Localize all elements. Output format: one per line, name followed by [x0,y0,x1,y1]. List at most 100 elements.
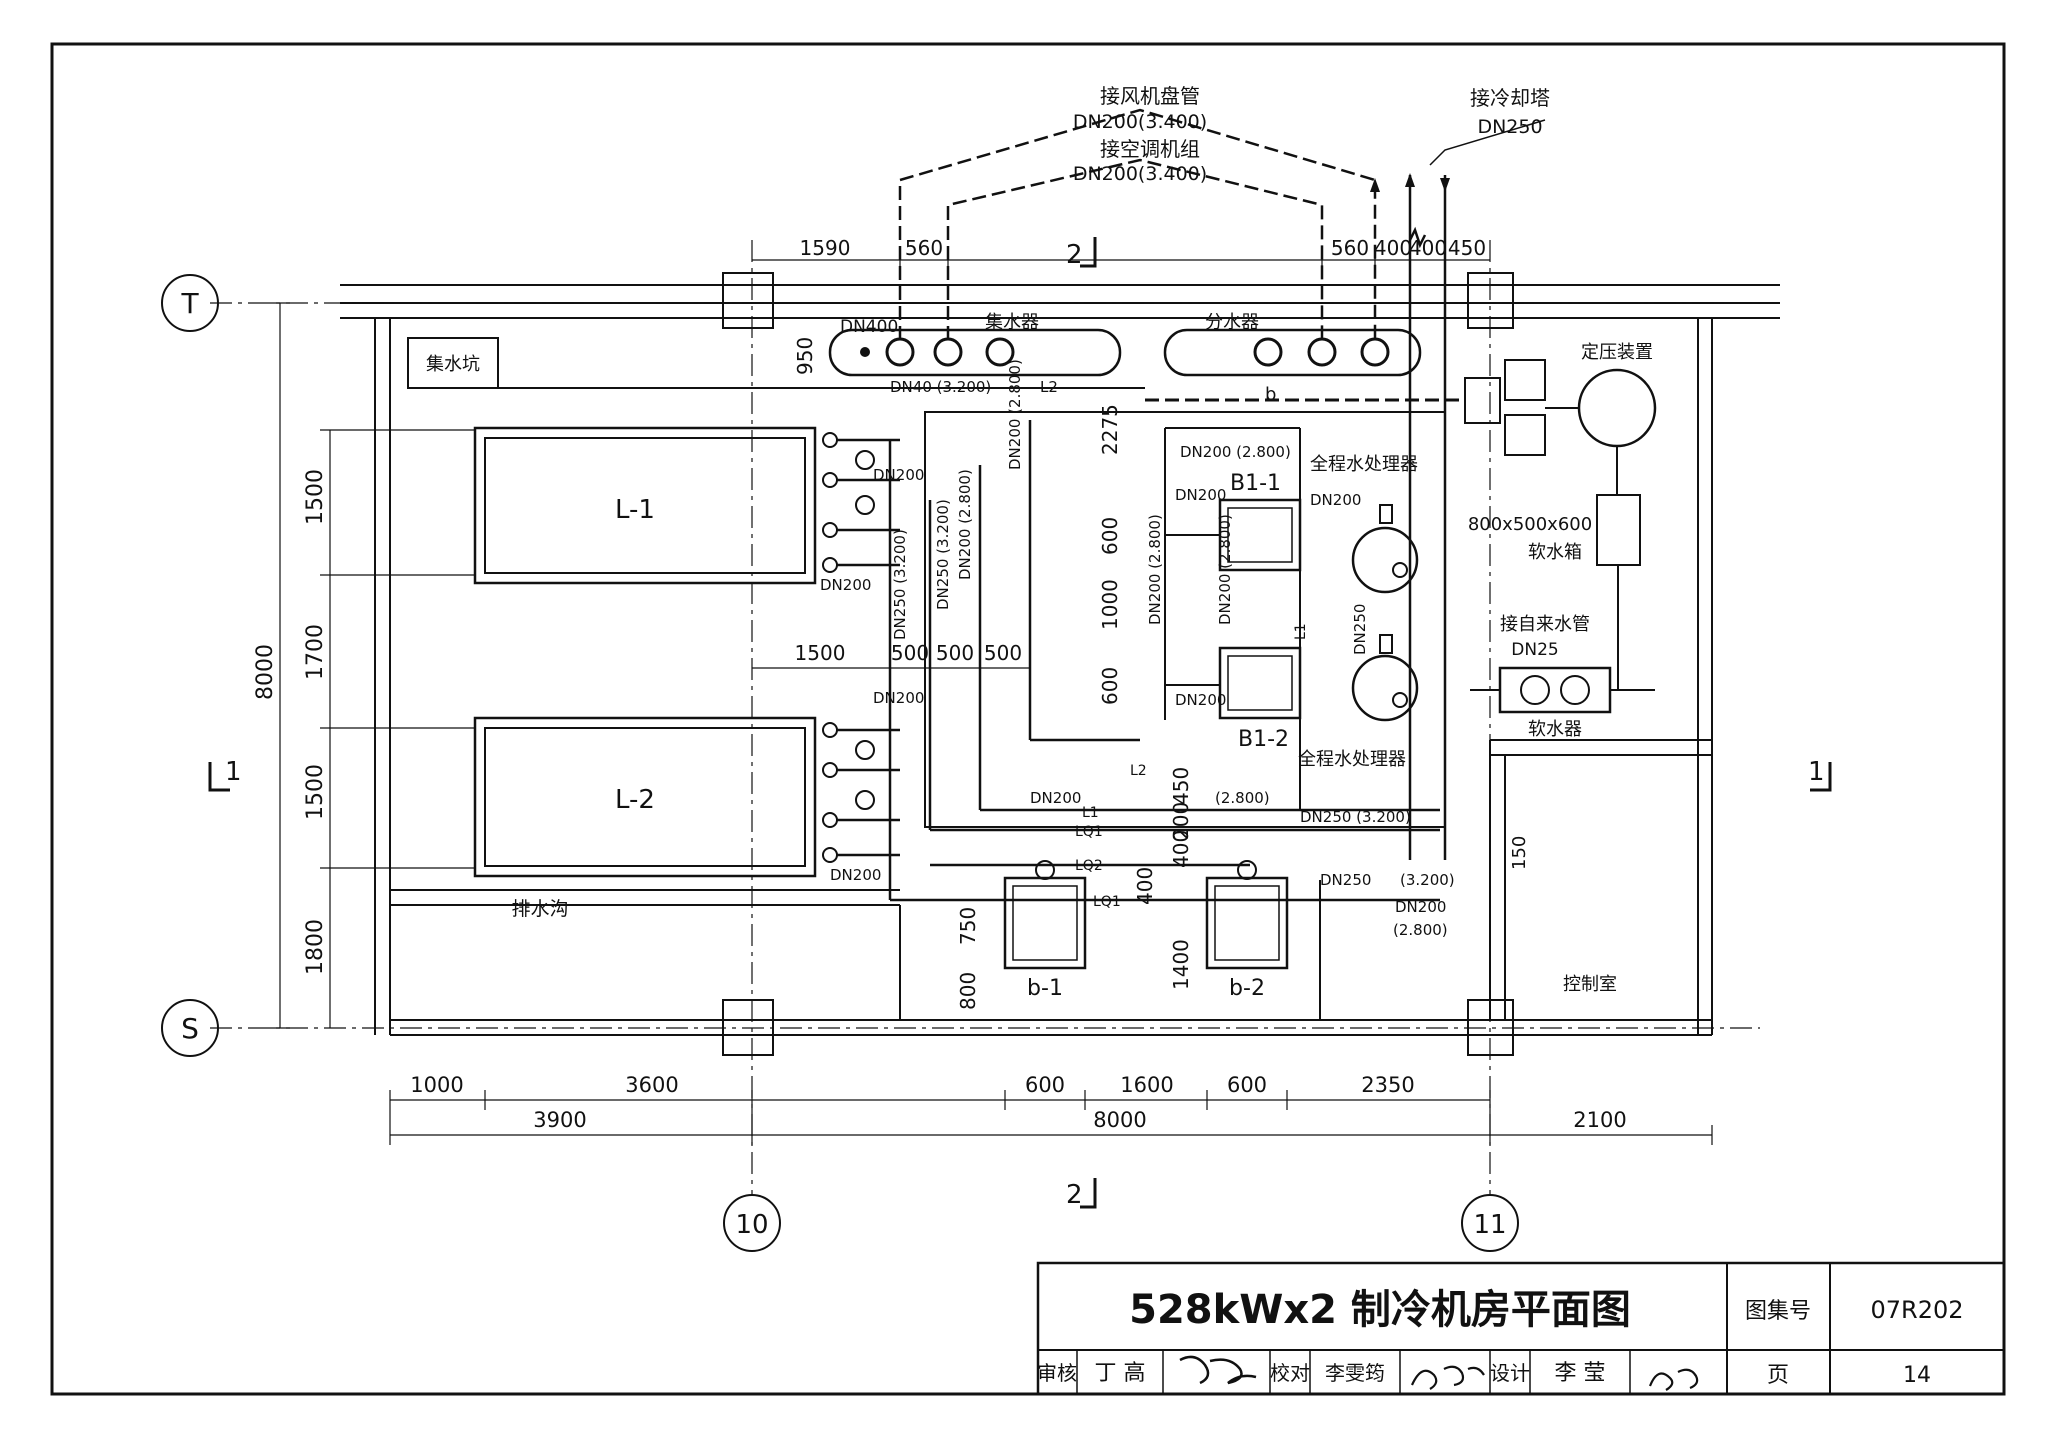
section-label-left: 1 [225,757,242,787]
dim-1400: 1400 [1169,939,1193,990]
dim-3600: 3600 [625,1073,678,1097]
pump-dn200-2800-b: (2.800) [1393,921,1448,939]
l2-label: L2 [1130,763,1147,779]
control-room-label: 控制室 [1563,974,1617,995]
arrow-up-tower [1405,173,1415,187]
atlas-number: 07R202 [1870,1296,1963,1324]
dim-1000: 1000 [1098,579,1122,630]
dim-500-a: 500 [891,641,929,665]
dim-1000-bottom: 1000 [410,1073,463,1097]
section-label-bottom: 2 [1066,1180,1083,1210]
dn40-label: DN40 (3.200) [890,378,991,396]
boiler-vlabel-1: DN200 (2.800) [1146,514,1164,625]
dim-560-right: 560 [1331,236,1369,260]
dim-600-a: 600 [1098,517,1122,555]
atlas-label: 图集号 [1745,1299,1811,1324]
lq1-label-bottom: LQ1 [1093,894,1121,910]
lq1-label-top: LQ1 [1075,824,1103,840]
chiller-piping [830,420,1440,902]
dim-600-bottom-a: 600 [1025,1073,1065,1097]
chiller-L1-label: L-1 [615,495,655,525]
boiler-B1-2-label: B1-2 [1238,727,1289,752]
dim-600-b: 600 [1098,667,1122,705]
pump-b2-label: b-2 [1229,976,1265,1001]
tap-water-dn: DN25 [1511,640,1558,660]
l2-top-label: L2 [1040,378,1058,396]
l1-vertical-label: L1 [1293,623,1309,640]
chiller-dn200-4: DN200 [830,866,881,884]
pressure-device-label: 定压装置 [1581,342,1653,363]
dim-750: 750 [956,907,980,945]
axis-bubble-S: S [161,999,219,1057]
dim-2100: 2100 [1573,1108,1626,1132]
design-label: 设计 [1490,1361,1530,1385]
dim-950: 950 [793,337,817,375]
section-label-top: 2 [1066,240,1083,270]
dim-800: 800 [956,972,980,1010]
left-dimension-lines [270,302,475,1029]
ahu-label: 接空调机组 [1100,137,1200,161]
drain-label: 排水沟 [511,898,568,920]
dim-2275: 2275 [1098,404,1122,455]
axis-label-11: 11 [1473,1210,1506,1240]
water-treater-1 [1351,504,1419,594]
fan-coil-dn: DN200(3.400) [1073,111,1207,133]
dim-1500-a: 1500 [303,469,328,525]
pump-b1-label: b-1 [1027,976,1063,1001]
dim-200: 200 [1169,802,1193,840]
tank-size-label: 800x500x600 [1468,514,1592,535]
pump-dn200-2800-a: DN200 [1395,898,1446,916]
title-block [1036,1261,2006,1396]
dim-560-left: 560 [905,236,943,260]
dim-3900: 3900 [533,1108,586,1132]
axis-label-T: T [180,287,199,320]
dim-1800: 1800 [303,919,328,975]
dim-400-b: 400 [1409,236,1447,260]
dim-1700: 1700 [303,624,328,680]
checker-signature [1410,1365,1485,1390]
chiller-dn200-2: DN200 [820,576,871,594]
reviewer-signature [1179,1355,1257,1385]
reviewer-name: 丁 高 [1095,1361,1146,1386]
pump-b2 [1205,860,1289,970]
arrow-down-tower [1440,178,1450,192]
dim-500-c: 500 [984,641,1022,665]
section-label-right: 1 [1808,757,1825,787]
water-treater-1-label: 全程水处理器 [1310,454,1418,475]
chiller-L2 [473,716,817,878]
dim-400-vertical-b: 400 [1133,867,1157,905]
pump-dn200: DN200 [1030,789,1081,807]
dn250-3200-label: DN250 (3.200) [1300,808,1411,826]
boiler-vlabel-2: DN200 (2.800) [1216,514,1234,625]
drawing-title: 528kWx2 制冷机房平面图 [1129,1287,1631,1333]
b-pipe-label: b [1265,384,1276,405]
axis-bubble-T: T [161,274,219,332]
mid-2800: (2.800) [1215,789,1270,807]
dim-600-bottom-b: 600 [1227,1073,1267,1097]
water-softener [1470,666,1655,714]
dn400-label: DN400 [840,317,898,337]
chiller-L1 [473,426,817,585]
dim-1600: 1600 [1120,1073,1173,1097]
review-label: 审核 [1037,1361,1077,1385]
arrow-up-distributor [1370,178,1380,192]
water-treater-2 [1351,634,1419,722]
pump-dn250: DN250 [1320,871,1371,889]
dim-450: 450 [1448,236,1486,260]
dim-500-b: 500 [936,641,974,665]
dim-8000-vertical: 8000 [253,644,278,700]
bottom-dimension-lines [389,1090,1713,1145]
vlabel-dn250-3200-a: DN250 (3.200) [934,499,952,610]
vlabel-dn200-2800-b: DN200 (2.800) [956,469,974,580]
boiler-dn200-bottom: DN200 [1175,691,1226,709]
axis-label-S: S [181,1012,199,1045]
dim-1500-horizontal: 1500 [795,641,846,665]
ahu-dn: DN200(3.400) [1073,163,1207,185]
collector-label: 集水器 [985,312,1039,333]
chiller-L2-nozzles [822,722,875,863]
boiler-room [924,411,1446,828]
pump-b1 [1003,860,1087,970]
dim-1590: 1590 [800,236,851,260]
lq2-label: LQ2 [1075,858,1103,874]
